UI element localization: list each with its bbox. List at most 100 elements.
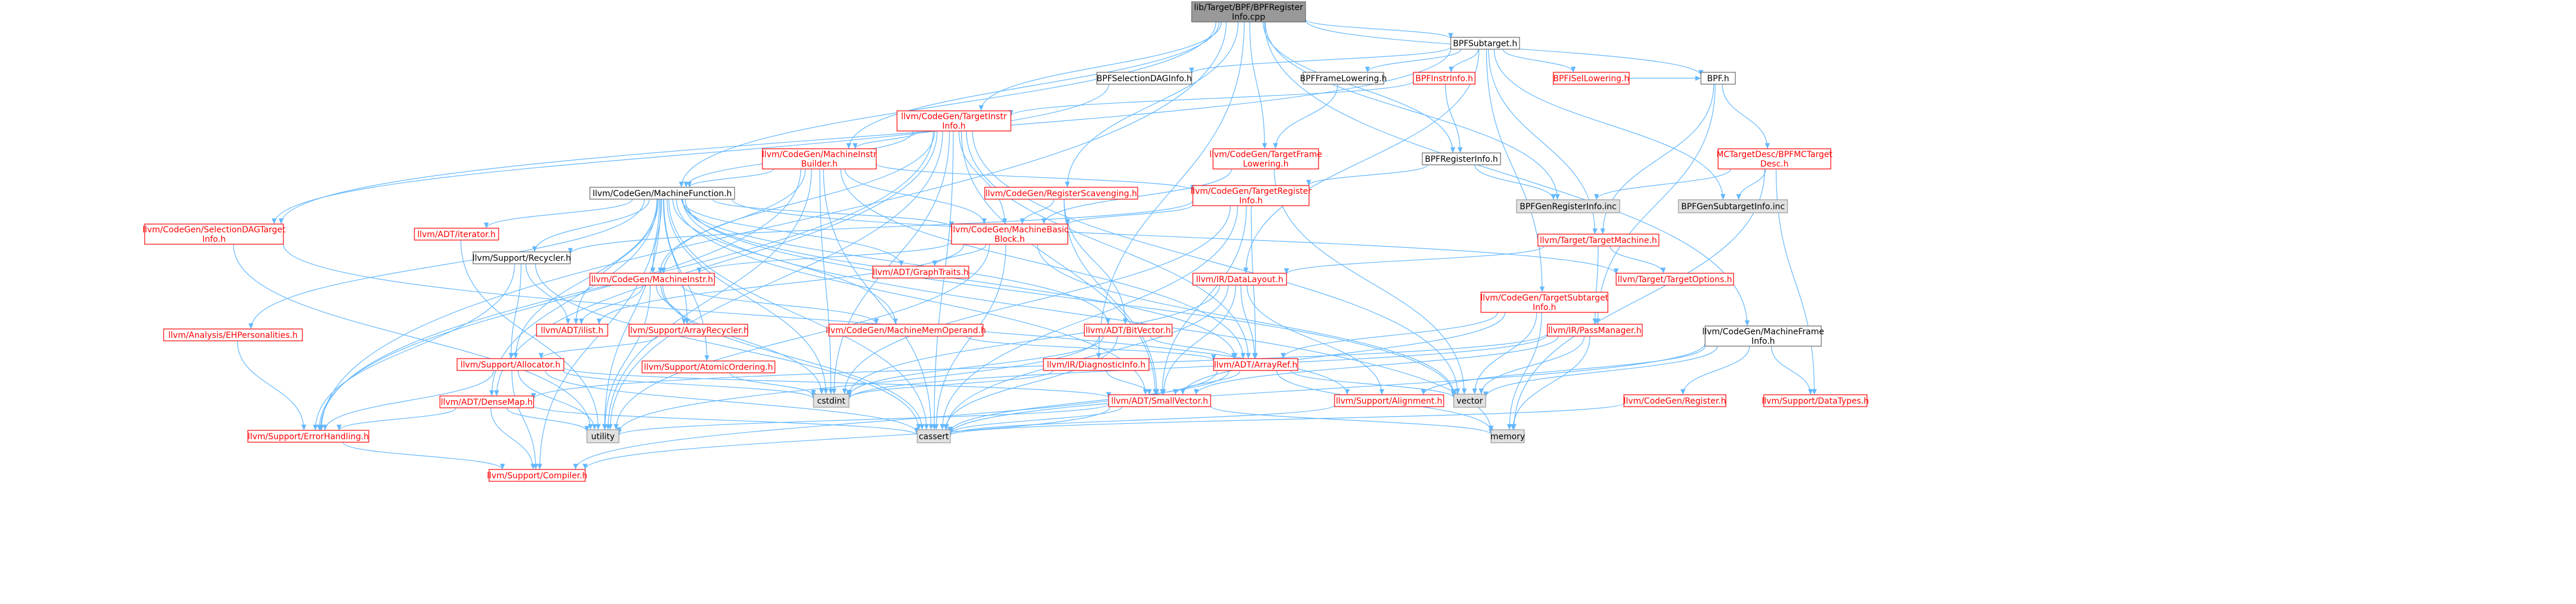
edge-adtsmallvector-to-memory (1210, 405, 1494, 435)
node-box (762, 148, 877, 170)
edge-machinefunction-to-cassert (668, 199, 930, 430)
edge-bpfregisterinfoh-to-bpfgenregisterinfo (1474, 164, 1556, 200)
node-irdiagnosticinfo[interactable]: llvm/IR/DiagnosticInfo.h (1043, 358, 1150, 371)
edge-machinefunction-to-adtiterator (484, 199, 633, 229)
edge-targetinstrinfo-to-cassert (931, 130, 954, 430)
node-bpfisellowering[interactable]: BPFISelLowering.h (1553, 72, 1630, 85)
node-irdatalayout[interactable]: llvm/IR/DataLayout.h (1192, 273, 1287, 286)
node-targetmachine[interactable]: llvm/Target/TargetMachine.h (1537, 234, 1659, 247)
node-bpfh[interactable]: BPF.h (1700, 72, 1736, 85)
node-box (247, 430, 369, 443)
node-errorhandling[interactable]: llvm/Support/ErrorHandling.h (247, 430, 369, 443)
node-bpfselectiondag[interactable]: BPFSelectionDAGInfo.h (1096, 72, 1192, 85)
edge-root-to-machineinstrbuilder (846, 21, 1220, 149)
edge-machineframeinfo-to-supportalignment (1421, 346, 1706, 395)
node-bpfgensubtargetinfo: BPFGenSubtargetInfo.inc (1678, 199, 1788, 213)
node-adtilist[interactable]: llvm/ADT/ilist.h (536, 324, 608, 337)
edge-machinefunction-to-ehpersonalities (248, 199, 645, 330)
node-label: llvm/ADT/BitVector.h (1086, 326, 1171, 335)
node-box (439, 395, 534, 408)
node-adtarrayref[interactable]: llvm/ADT/ArrayRef.h (1213, 358, 1298, 371)
edge-targetinstrinfo-to-adtdensemap (494, 130, 938, 397)
node-adtdensemap[interactable]: llvm/ADT/DenseMap.h (439, 395, 534, 408)
edge-bpfregisterinfoh-to-targetregisterinfo (1306, 164, 1428, 186)
node-box (813, 394, 850, 408)
node-atomicordering[interactable]: llvm/Support/AtomicOrdering.h (641, 360, 775, 373)
node-label: llvm/CodeGen/MachineBasic (951, 225, 1069, 235)
node-label: llvm/IR/DiagnosticInfo.h (1047, 360, 1146, 370)
node-recycler[interactable]: llvm/Support/Recycler.h (473, 251, 571, 264)
edge-targetinstrinfo-to-machineinstr (660, 130, 936, 274)
node-adtiterator[interactable]: llvm/ADT/iterator.h (414, 228, 499, 241)
node-machinememoperand[interactable]: llvm/CodeGen/MachineMemOperand.h (826, 324, 986, 337)
edge-bpfsubtarget-to-targetsubtargetinfo (1486, 49, 1545, 293)
edge-machinebasicblock-to-machineinstr (697, 241, 952, 274)
node-label: llvm/CodeGen/MachineInstr (762, 150, 877, 159)
node-passmanager[interactable]: llvm/IR/PassManager.h (1547, 324, 1643, 337)
node-machinefunction[interactable]: llvm/CodeGen/MachineFunction.h (589, 187, 735, 200)
node-label: Desc.h (1760, 159, 1789, 169)
node-label: Info.h (1533, 303, 1556, 312)
node-adtgraphtraits[interactable]: llvm/ADT/GraphTraits.h (872, 266, 969, 279)
node-box (1718, 148, 1831, 170)
edge-irdatalayout-to-supportalignment (1246, 285, 1385, 395)
node-bitvector[interactable]: llvm/ADT/BitVector.h (1084, 324, 1173, 337)
node-cassert: cassert (917, 429, 951, 443)
edge-irdiagnosticinfo-to-adtsmallvector (1106, 370, 1152, 395)
edge-targetregisterinfo-to-cstdint (842, 205, 1231, 395)
edge-machinefunction-to-cstdint (666, 199, 829, 395)
node-label: llvm/Support/Compiler.h (487, 471, 588, 481)
node-supportdatatypes[interactable]: llvm/Support/DataTypes.h (1762, 394, 1869, 407)
edge-machineinstrbuilder-to-targetregisterinfo (876, 163, 1196, 191)
node-box (1334, 394, 1444, 407)
node-adtsmallvector[interactable]: llvm/ADT/SmallVector.h (1108, 394, 1211, 407)
node-box (144, 223, 284, 245)
node-bpfsubtarget[interactable]: BPFSubtarget.h (1450, 37, 1520, 50)
node-box (951, 223, 1068, 245)
edge-machineinstr-to-machinememoperand (681, 285, 879, 325)
node-label: llvm/CodeGen/MachineFrame (1702, 327, 1824, 337)
node-box (1553, 72, 1630, 85)
node-label: Block.h (994, 235, 1024, 244)
edge-machinefunction-to-vector (685, 199, 1457, 397)
node-root[interactable]: lib/Target/BPF/BPFRegisterInfo.cpp (1191, 1, 1306, 23)
edge-adtarrayref-to-adtsmallvector (1173, 370, 1241, 395)
node-allocator[interactable]: llvm/Support/Allocator.h (457, 358, 564, 371)
node-label: llvm/ADT/GraphTraits.h (873, 268, 969, 277)
node-bpfinstrinfo[interactable]: BPFInstrInfo.h (1413, 72, 1476, 85)
edge-recycler-to-adtilist (525, 263, 571, 325)
edge-irdatalayout-to-adtarrayref (1240, 285, 1257, 359)
node-label: cassert (919, 432, 949, 442)
edge-recycler-to-errorhandling (312, 263, 515, 431)
edge-targetmachine-to-targetoptions (1609, 245, 1666, 274)
node-machineinstr[interactable]: llvm/CodeGen/MachineInstr.h (589, 273, 715, 286)
node-label: llvm/CodeGen/MachineFunction.h (593, 189, 732, 199)
node-bpfframelowering[interactable]: BPFFrameLowering.h (1300, 72, 1387, 85)
edge-mctargetdesc-to-bpfgensubtargetinfo (1736, 168, 1766, 200)
node-arrayrecycler[interactable]: llvm/Support/ArrayRecycler.h (628, 324, 749, 337)
node-label: llvm/Support/Recycler.h (473, 254, 571, 263)
edge-adtdensemap-to-cassert (533, 405, 920, 436)
node-codegenregister[interactable]: llvm/CodeGen/Register.h (1623, 394, 1726, 407)
node-box (1422, 152, 1501, 165)
node-bpfregisterinfoh[interactable]: BPFRegisterInfo.h (1422, 152, 1501, 165)
edge-machineinstr-to-cstdint (660, 285, 825, 395)
node-supportalignment[interactable]: llvm/Support/Alignment.h (1334, 394, 1444, 407)
edge-adtiterator-to-utility (460, 239, 601, 430)
node-box (1413, 72, 1476, 85)
node-targetoptions[interactable]: llvm/Target/TargetOptions.h (1616, 273, 1734, 286)
node-compiler[interactable]: llvm/Support/Compiler.h (487, 469, 588, 482)
node-ehpersonalities[interactable]: llvm/Analysis/EHPersonalities.h (163, 328, 303, 341)
edge-adtarrayref-to-compiler (573, 370, 1218, 470)
node-registerscavenging[interactable]: llvm/CodeGen/RegisterScavenging.h (984, 187, 1138, 200)
